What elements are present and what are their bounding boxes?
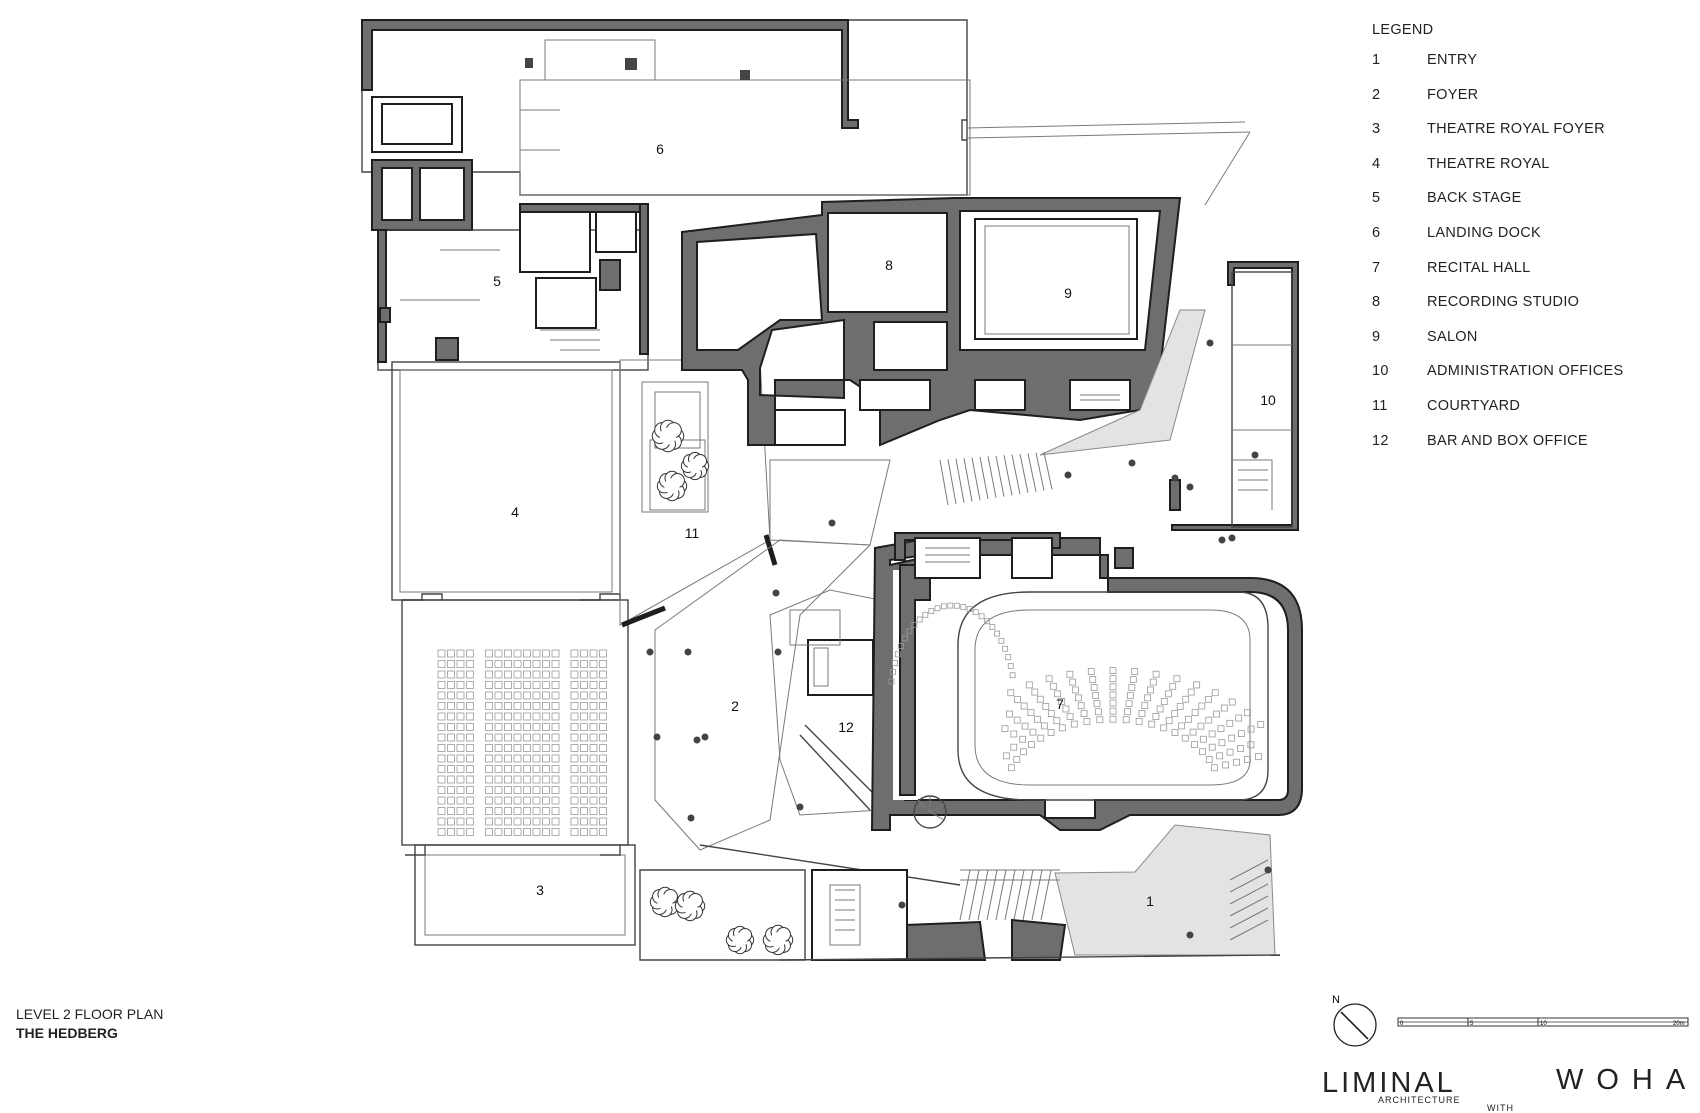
plan-label-entry: 1 (1146, 893, 1154, 909)
service-rooms (894, 532, 1134, 579)
plan-label-bar: 12 (838, 719, 854, 735)
drawing-title-block: LEVEL 2 FLOOR PLAN THE HEDBERG (16, 1005, 163, 1043)
north-arrow-icon: N (1332, 994, 1377, 1047)
legend-item: 7 RECITAL HALL (1372, 260, 1623, 295)
legend-item: 3 THEATRE ROYAL FOYER (1372, 121, 1623, 156)
forecourt-trees (649, 886, 794, 956)
entry-block (639, 824, 1281, 961)
scale-bar: 0 5 10 20m (1397, 1017, 1689, 1027)
legend-item-label: RECORDING STUDIO (1427, 294, 1580, 311)
legend-item-label: SALON (1427, 328, 1478, 345)
theatre-royal-seating (437, 649, 607, 836)
recital-hall-seating (888, 602, 1265, 772)
drawing-title: LEVEL 2 FLOOR PLAN (16, 1006, 164, 1022)
legend-item: 5 BACK STAGE (1372, 190, 1623, 225)
plan-label-foyer: 2 (731, 698, 739, 714)
theatre-royal-block (391, 361, 636, 946)
legend-item-number: 9 (1372, 328, 1381, 345)
north-label: N (1332, 994, 1340, 1006)
plan-label-recital-hall: 7 (1056, 696, 1064, 712)
scale-tick-20m: 20m (1673, 1021, 1685, 1027)
plan-label-theatre-royal-foyer: 3 (536, 882, 544, 898)
scale-tick-0: 0 (1400, 1021, 1404, 1027)
structural-columns (646, 339, 1272, 939)
legend: LEGEND 1 ENTRY 2 FOYER 3 THEATRE ROYAL FOYER 4… (1372, 22, 1623, 467)
legend-item-label: ADMINISTRATION OFFICES (1427, 363, 1624, 380)
plan-label-admin-offices: 10 (1260, 392, 1276, 408)
recording-studio-salon-block (681, 197, 1182, 447)
circulation-ramp (1039, 309, 1206, 456)
legend-item-number: 4 (1372, 155, 1381, 172)
legend-item: 2 FOYER (1372, 87, 1623, 122)
legend-item: 9 SALON (1372, 329, 1623, 364)
plan-label-salon: 9 (1064, 285, 1072, 301)
legend-item-label: THEATRE ROYAL FOYER (1427, 121, 1605, 138)
legend-item-number: 11 (1372, 397, 1388, 414)
woha-logo: WOHA (1556, 1064, 1699, 1096)
plan-label-recording-studio: 8 (885, 257, 893, 273)
landing-dock-block (361, 19, 1251, 231)
scale-tick-10: 10 (1540, 1021, 1547, 1027)
legend-item: 10 ADMINISTRATION OFFICES (1372, 363, 1623, 398)
plan-label-courtyard: 11 (685, 525, 700, 541)
legend-item: 6 LANDING DOCK (1372, 225, 1623, 260)
legend-item: 4 THEATRE ROYAL (1372, 156, 1623, 191)
foyer-outline (654, 459, 961, 886)
back-stage-block (377, 203, 649, 371)
legend-item-number: 12 (1372, 432, 1389, 449)
stair-steps (939, 452, 1053, 506)
legend-item-number: 3 (1372, 121, 1381, 138)
plan-label-back-stage: 5 (493, 273, 501, 289)
admin-offices-block (1169, 261, 1299, 531)
legend-item-label: LANDING DOCK (1427, 224, 1541, 241)
legend-item-label: ENTRY (1427, 52, 1478, 68)
legend-item-number: 8 (1372, 294, 1381, 311)
legend-item-number: 2 (1372, 86, 1381, 103)
scale-tick-5: 5 (1470, 1021, 1474, 1027)
liminal-wordmark: LIMINAL (1322, 1067, 1456, 1099)
legend-item-number: 6 (1372, 224, 1381, 241)
legend-item-label: BAR AND BOX OFFICE (1427, 432, 1588, 449)
legend-item-number: 10 (1372, 363, 1389, 380)
courtyard-trees (651, 419, 710, 502)
legend-item-number: 5 (1372, 190, 1381, 207)
recital-hall-block (870, 537, 1303, 831)
legend-item-label: RECITAL HALL (1427, 259, 1531, 276)
legend-item-label: COURTYARD (1427, 397, 1521, 414)
legend-item: 12 BAR AND BOX OFFICE (1372, 433, 1623, 468)
liminal-logo: LIMINAL ARCHITECTURE (1322, 1068, 1461, 1105)
legend-item-number: 1 (1372, 52, 1381, 68)
legend-item: 11 COURTYARD (1372, 398, 1623, 433)
legend-item-label: BACK STAGE (1427, 190, 1522, 207)
legend-item: 8 RECORDING STUDIO (1372, 294, 1623, 329)
liminal-subtitle: ARCHITECTURE (1378, 1095, 1461, 1105)
plan-label-landing-dock: 6 (656, 141, 664, 157)
legend-item: 1 ENTRY (1372, 52, 1623, 87)
logo-connector: WITH (1487, 1103, 1514, 1113)
project-name: THE HEDBERG (16, 1025, 118, 1041)
legend-title: LEGEND (1372, 22, 1434, 38)
legend-item-number: 7 (1372, 259, 1381, 276)
legend-item-label: FOYER (1427, 86, 1479, 103)
legend-item-label: THEATRE ROYAL (1427, 155, 1550, 172)
bar-block (769, 589, 881, 816)
plan-label-theatre-royal: 4 (511, 504, 519, 520)
